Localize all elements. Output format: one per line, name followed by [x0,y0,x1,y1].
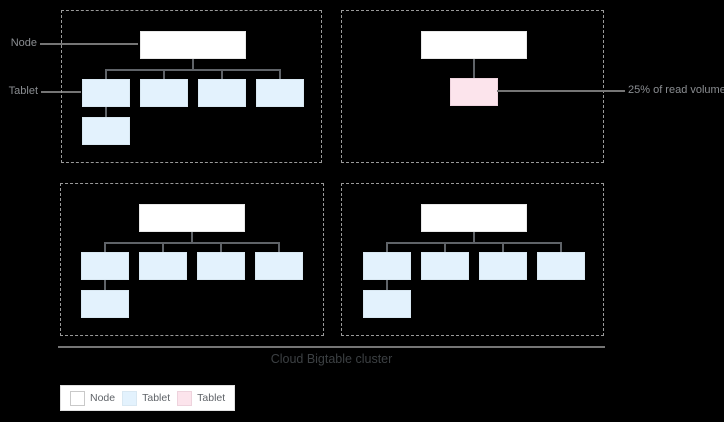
cluster-boundary-line [58,346,605,348]
tablet-box [82,79,130,107]
tablet-box [537,252,585,280]
connector-line [279,69,281,79]
node-box [140,31,246,59]
legend-node-label: Node [90,392,116,404]
connector-line [473,232,475,242]
hot-tablet-box [450,78,498,106]
node-zone-1 [61,10,322,163]
tablet-box [363,290,411,318]
connector-line [105,107,107,117]
connector-line [163,69,165,79]
hot-tablet-callout-leader-line [497,90,625,92]
tablet-box [139,252,187,280]
node-zone-4 [341,183,604,336]
tablet-box [82,117,130,145]
node-box [139,204,245,232]
legend-node-swatch [70,390,85,406]
connector-line [278,242,280,252]
hot-tablet-callout-label: 25% of read volume [628,84,724,96]
legend-hot-tablet-swatch [177,390,193,406]
connector-line [162,242,164,252]
connector-line [104,242,280,244]
tablet-annotation-label: Tablet [8,85,38,97]
connector-line [386,280,388,290]
tablet-box [421,252,469,280]
connector-line [502,242,504,252]
connector-line [104,242,106,252]
connector-line [473,59,475,78]
connector-line [105,69,281,71]
legend-hot-tablet-label: Tablet [197,392,226,404]
node-box [421,31,527,59]
connector-line [192,59,194,69]
connector-line [105,69,107,79]
legend-tablet-label: Tablet [142,392,171,404]
connector-line [104,280,106,290]
tablet-box [363,252,411,280]
node-box [421,204,527,232]
connector-line [560,242,562,252]
node-zone-3 [60,183,324,336]
cluster-title: Cloud Bigtable cluster [270,352,393,366]
node-annotation-leader-line [40,43,138,45]
connector-line [220,242,222,252]
connector-line [221,69,223,79]
connector-line [386,242,562,244]
legend: Node Tablet Tablet [60,385,235,411]
connector-line [386,242,388,252]
connector-line [444,242,446,252]
tablet-box [140,79,188,107]
node-annotation-label: Node [10,37,37,49]
legend-tablet-swatch [122,390,138,406]
tablet-box [81,252,129,280]
tablet-box [256,79,304,107]
tablet-box [198,79,246,107]
node-zone-2 [341,10,604,163]
connector-line [191,232,193,242]
tablet-box [255,252,303,280]
tablet-box [81,290,129,318]
tablet-box [197,252,245,280]
tablet-box [479,252,527,280]
